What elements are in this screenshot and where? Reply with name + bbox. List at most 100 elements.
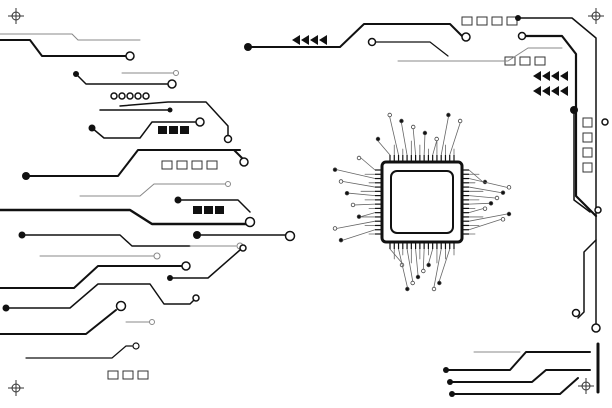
hollow-square-row bbox=[107, 370, 149, 380]
trace-pad bbox=[173, 70, 179, 76]
chip-trace bbox=[389, 248, 403, 264]
arrow-group bbox=[292, 35, 327, 45]
chip-trace bbox=[406, 248, 414, 282]
chip-trace-pad bbox=[506, 185, 512, 190]
microchip bbox=[332, 112, 512, 292]
chip-trace-pad bbox=[422, 130, 428, 136]
chip-trace-pad bbox=[356, 214, 362, 219]
crosshair-icon bbox=[8, 8, 24, 24]
trace bbox=[577, 239, 597, 319]
chip-trace-pad bbox=[344, 190, 350, 196]
filled-square-row bbox=[193, 206, 224, 214]
chip-trace-pad bbox=[457, 118, 463, 124]
crosshair-icon bbox=[8, 380, 24, 396]
trace bbox=[445, 351, 591, 371]
chip-trace bbox=[348, 192, 376, 197]
trace-pad bbox=[167, 79, 177, 89]
crosshair-icon bbox=[588, 8, 604, 24]
chip-trace bbox=[423, 134, 426, 156]
filled-square-row bbox=[158, 126, 189, 134]
chip-trace-pad bbox=[411, 124, 416, 130]
crosshair-marks bbox=[8, 8, 604, 396]
bead-row bbox=[110, 92, 150, 100]
trace-pad bbox=[239, 157, 249, 167]
chip-trace bbox=[433, 248, 442, 288]
trace bbox=[0, 208, 248, 226]
chip-trace-pad bbox=[446, 112, 451, 118]
trace-pad bbox=[517, 31, 527, 41]
trace-pad bbox=[591, 323, 601, 333]
crosshair-icon bbox=[578, 378, 594, 394]
trace-pad bbox=[192, 294, 200, 302]
chip-trace bbox=[422, 248, 425, 270]
trace bbox=[91, 121, 197, 139]
trace bbox=[573, 109, 591, 213]
chip-traces bbox=[332, 112, 512, 292]
chip-trace-pad bbox=[375, 136, 381, 142]
chip-trace bbox=[468, 169, 484, 183]
trace-pad bbox=[367, 37, 377, 47]
chip-trace bbox=[342, 181, 376, 188]
chip-trace bbox=[336, 169, 376, 179]
chip-trace-pad bbox=[415, 274, 421, 280]
trace bbox=[0, 33, 141, 41]
chip-trace-pad bbox=[387, 112, 392, 118]
chip-trace bbox=[468, 213, 508, 222]
chip-trace-pad bbox=[488, 201, 494, 206]
chip-trace-pad bbox=[405, 286, 410, 292]
hollow-square-row bbox=[461, 16, 518, 26]
chip-trace bbox=[468, 202, 490, 205]
arrow-group bbox=[533, 71, 568, 81]
chip-trace-pad bbox=[500, 190, 506, 195]
chip-trace bbox=[360, 157, 376, 171]
chip-trace-pad bbox=[421, 268, 426, 274]
chip-trace-pad bbox=[399, 118, 404, 124]
trace bbox=[375, 41, 449, 57]
trace-pad bbox=[223, 134, 233, 144]
chip-trace bbox=[398, 248, 408, 288]
trace bbox=[5, 283, 197, 309]
chip-trace-pad bbox=[338, 237, 344, 243]
chip-trace bbox=[428, 248, 434, 264]
trace bbox=[25, 345, 133, 359]
chip-trace bbox=[468, 195, 496, 199]
trace-pad bbox=[115, 300, 127, 312]
trace bbox=[75, 73, 171, 85]
trace bbox=[517, 17, 597, 325]
trace-pad bbox=[181, 261, 191, 271]
chip-trace bbox=[468, 218, 502, 231]
trace-pad bbox=[284, 230, 296, 242]
left-traces bbox=[0, 33, 296, 359]
chip-trace-pad bbox=[338, 179, 344, 184]
trace-pad bbox=[153, 252, 161, 260]
chip-trace-pad bbox=[332, 167, 338, 172]
trace bbox=[79, 183, 227, 197]
chip-trace bbox=[440, 116, 449, 156]
hollow-square-row bbox=[161, 160, 218, 170]
trace bbox=[397, 47, 563, 62]
trace-pad bbox=[239, 244, 247, 252]
arrow-group bbox=[533, 86, 568, 96]
chip-trace-pad bbox=[350, 202, 356, 208]
chip-trace-pad bbox=[410, 280, 415, 286]
trace bbox=[0, 309, 117, 335]
chip-trace-pad bbox=[437, 280, 442, 286]
trace bbox=[25, 149, 241, 177]
chip-trace-pad bbox=[434, 136, 439, 142]
chip-trace bbox=[342, 229, 376, 241]
trace bbox=[21, 234, 191, 247]
trace-pad bbox=[244, 216, 256, 228]
chip-trace-pad bbox=[494, 195, 500, 201]
chip-trace bbox=[336, 220, 376, 229]
trace-pad bbox=[125, 51, 135, 61]
trace-pad bbox=[601, 118, 609, 126]
chip-trace-pad bbox=[426, 262, 431, 268]
chip-trace-pad bbox=[431, 286, 437, 292]
chip-trace bbox=[412, 128, 417, 156]
chip-trace bbox=[415, 248, 419, 276]
chip-trace bbox=[468, 178, 508, 188]
hollow-square-row bbox=[504, 56, 546, 66]
chip-trace bbox=[438, 248, 451, 282]
